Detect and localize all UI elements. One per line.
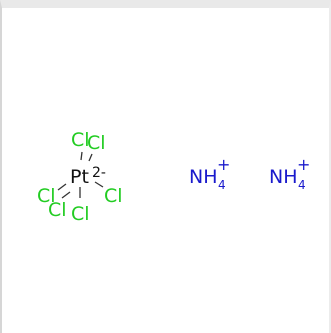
cl-atom-left: Cl [37,185,56,207]
bond-pt-cl-bottomleft [61,191,71,199]
cl-atom-top: Cl [71,129,90,151]
bond-pt-cl-left [57,183,67,191]
pt-atom: Pt [70,166,89,188]
ammonium-2-symbol: NH [269,166,298,188]
bond-pt-cl-right [94,181,104,188]
ammonium-1-charge: + [217,155,230,174]
ammonium-1-subscript: 4 [218,178,226,192]
pt-charge: 2- [92,165,106,181]
ammonium-2-subscript: 4 [298,178,306,192]
ammonium-2-charge: + [297,155,310,174]
ammonium-1-symbol: NH [189,166,218,188]
cl-atom-right: Cl [104,185,123,207]
bond-pt-cl-top [80,151,83,161]
cl-atom-topright: Cl [87,132,106,154]
cl-atom-bottom: Cl [71,203,90,225]
bond-pt-cl-topright [88,153,93,162]
cl-atom-bottomleft: Cl [48,199,67,221]
